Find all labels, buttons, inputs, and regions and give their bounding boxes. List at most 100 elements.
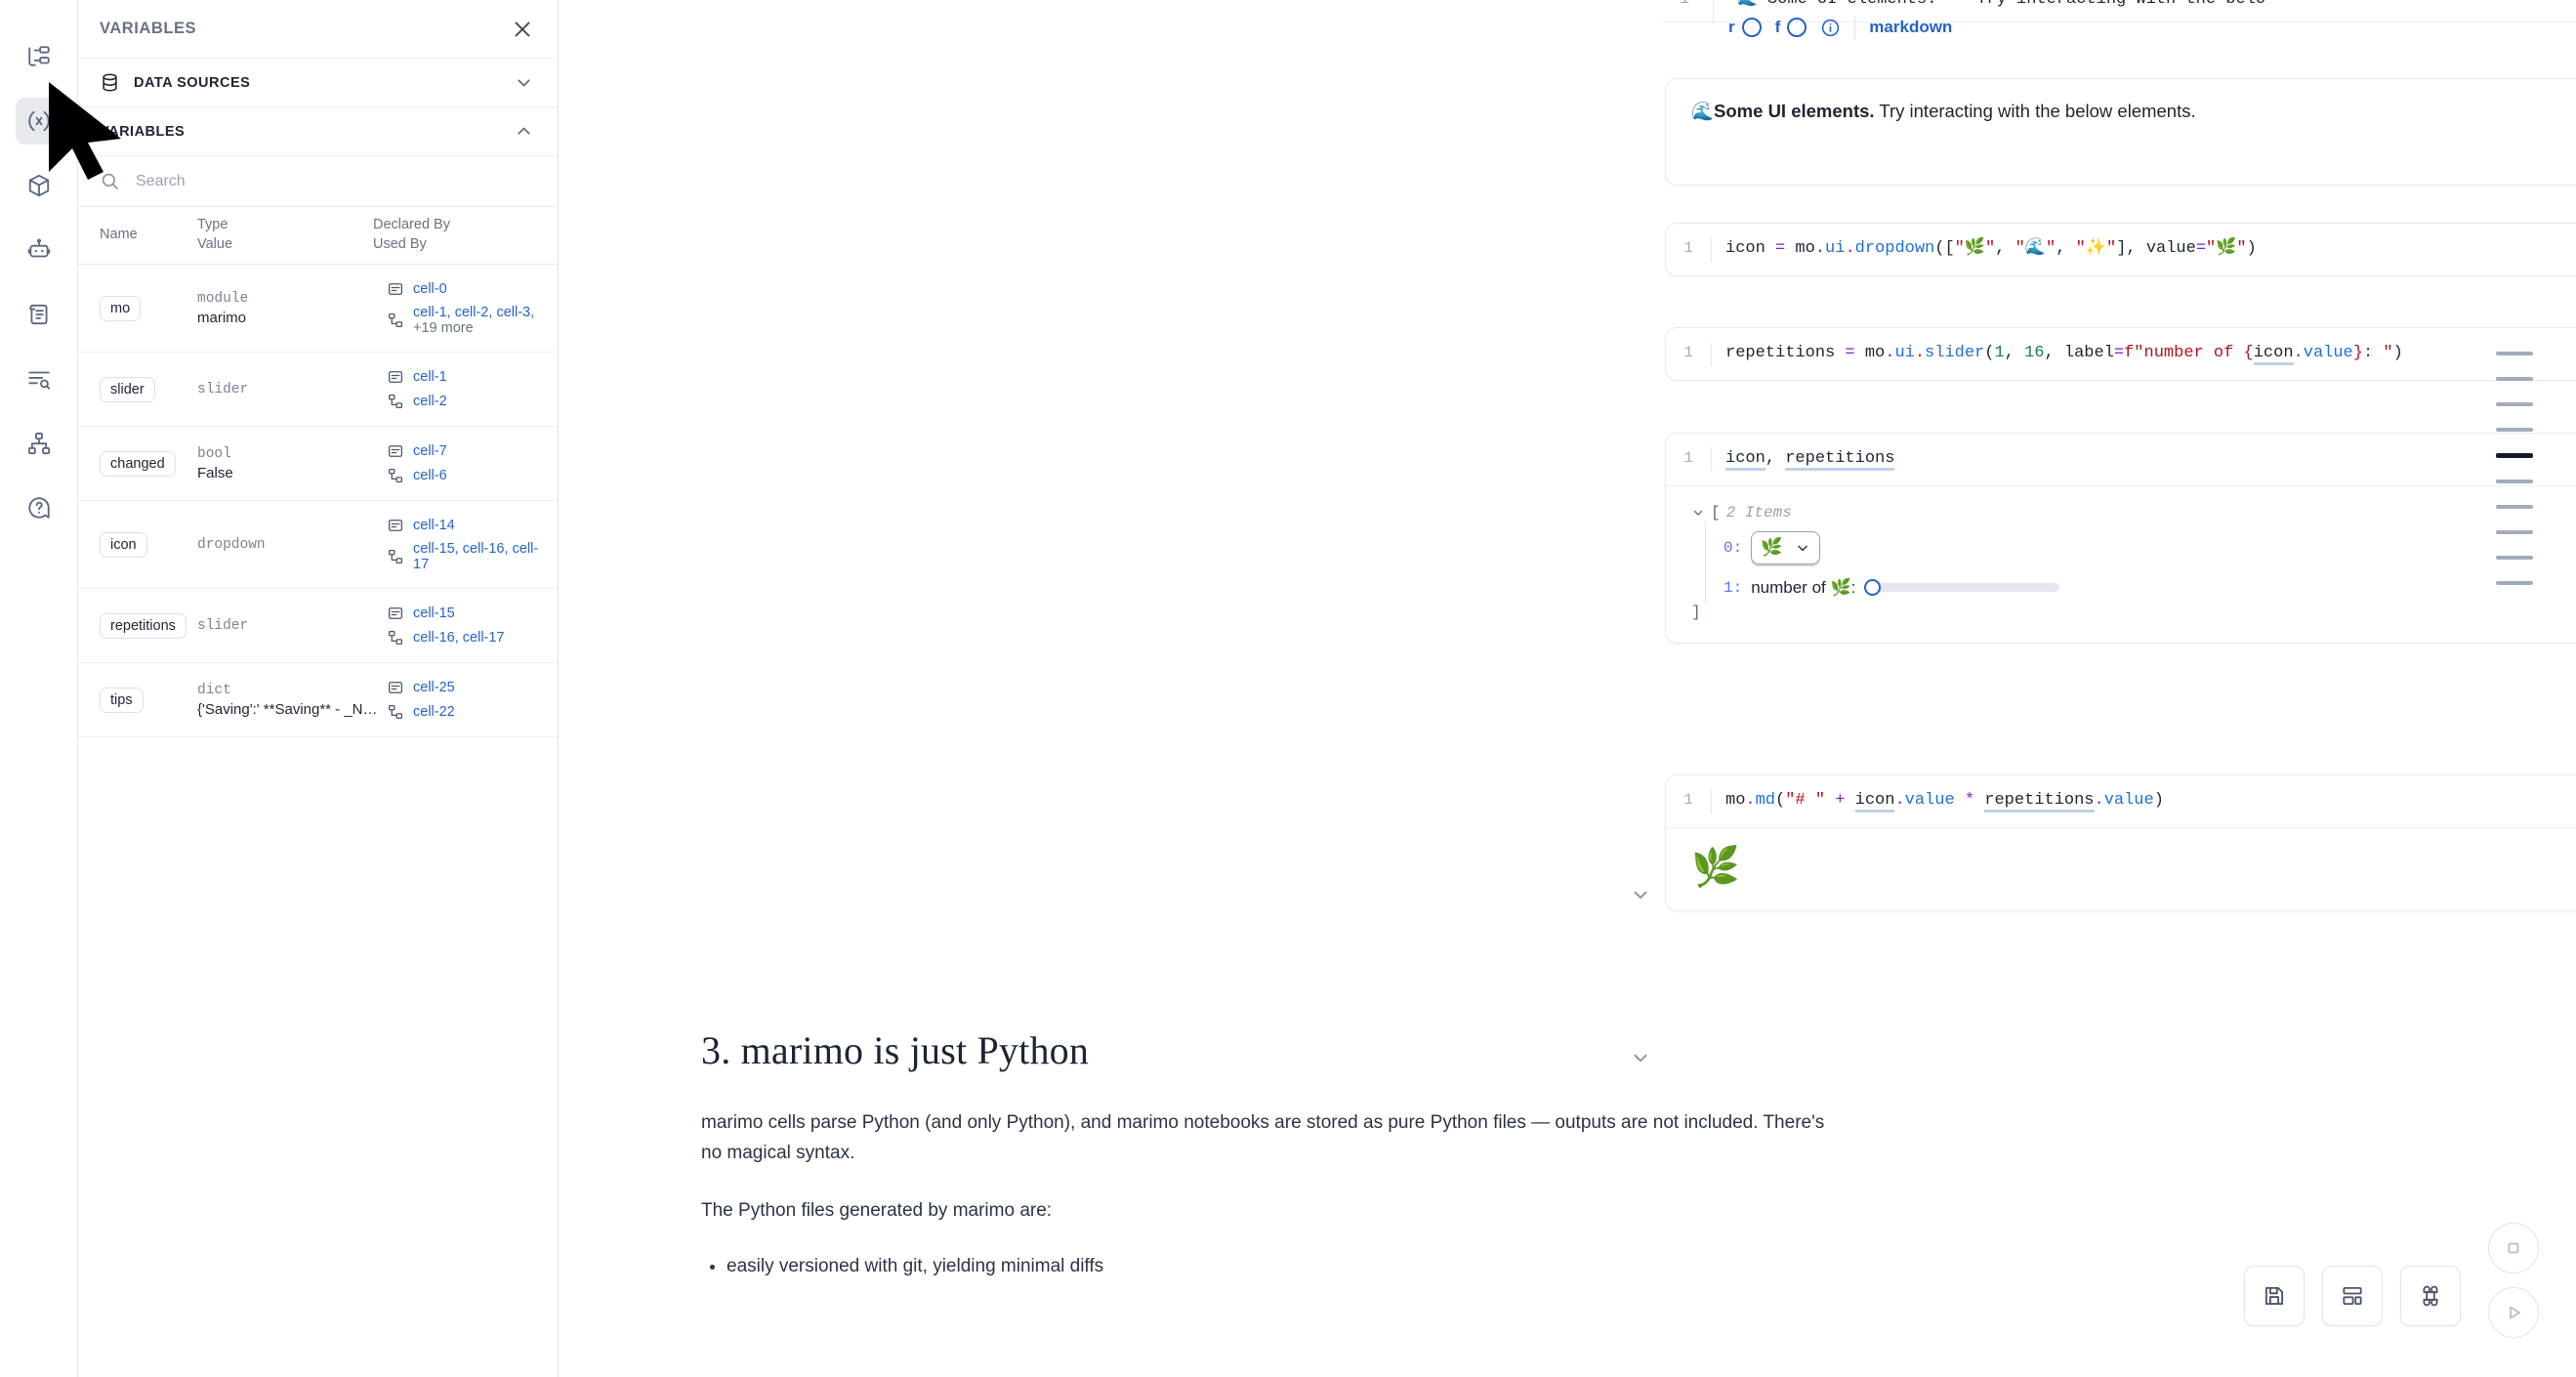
cell-language-label[interactable]: markdown	[1869, 18, 1953, 36]
flag-r-toggle[interactable]	[1741, 18, 1762, 37]
minimap-tick-current[interactable]	[2496, 453, 2533, 458]
cell-link[interactable]: cell-3	[496, 305, 531, 320]
code-text-display[interactable]: icon, repetitions	[1711, 447, 2576, 472]
cell-collapse-chevron-section[interactable]	[1630, 1047, 1651, 1068]
dropdown-input[interactable]: 🌿	[1751, 530, 1820, 564]
cell-link[interactable]: cell-0	[413, 281, 447, 297]
cell-link[interactable]: cell-6	[413, 468, 447, 483]
used-by-links[interactable]: cell-2	[413, 394, 447, 409]
cell-link[interactable]: cell-15	[413, 541, 455, 557]
code-cell-md[interactable]: 1 mo.md("# " + icon.value * repetitions.…	[1665, 774, 2576, 911]
close-icon[interactable]	[511, 18, 534, 41]
cell-link[interactable]: cell-2	[413, 394, 447, 409]
command-icon[interactable]	[2400, 1266, 2461, 1326]
code-cell-dropdown[interactable]: 1 icon = mo.ui.dropdown(["🌿", "🌊", "✨"],…	[1665, 223, 2576, 276]
variable-name-chip[interactable]: repetitions	[100, 612, 187, 639]
file-tree-icon[interactable]	[16, 33, 62, 80]
declared-by-links[interactable]: cell-14	[413, 518, 455, 533]
info-icon[interactable]	[1820, 18, 1841, 38]
variable-name-chip[interactable]: tips	[100, 687, 144, 713]
cell-link[interactable]: cell-1	[413, 369, 447, 385]
minimap-tick[interactable]	[2496, 402, 2533, 406]
code-text-md[interactable]: mo.md("# " + icon.value * repetitions.va…	[1711, 789, 2576, 814]
line-number: 1	[1683, 449, 1693, 467]
variable-name-chip[interactable]: mo	[100, 295, 142, 321]
code-cell-slider[interactable]: 1 repetitions = mo.ui.slider(1, 16, labe…	[1665, 327, 2576, 381]
minimap-tick[interactable]	[2496, 530, 2533, 534]
minimap-scrollbar[interactable]	[2496, 352, 2533, 585]
flag-r[interactable]: r	[1728, 18, 1762, 37]
more-count-label[interactable]: +19 more	[413, 320, 474, 336]
robot-icon[interactable]	[16, 227, 62, 273]
accordion-variables[interactable]: VARIABLES	[78, 107, 558, 156]
markdown-output-cell[interactable]: 🌊Some UI elements. Try interacting with …	[1665, 78, 2576, 186]
minimap-tick[interactable]	[2496, 480, 2533, 483]
minimap-tick[interactable]	[2496, 352, 2533, 355]
package-icon[interactable]	[16, 162, 62, 209]
flag-f[interactable]: f	[1775, 18, 1807, 37]
used-by-links[interactable]: cell-22	[413, 704, 455, 720]
minimap-tick[interactable]	[2496, 377, 2533, 381]
slider-thumb[interactable]	[1864, 579, 1882, 597]
minimap-tick[interactable]	[2496, 505, 2533, 509]
outline-search-icon[interactable]	[16, 355, 62, 402]
dropdown-value: 🌿	[1761, 538, 1783, 559]
play-icon[interactable]	[2488, 1287, 2539, 1338]
chevron-down-icon[interactable]	[1691, 506, 1705, 520]
list-output-header[interactable]: [ 2 Items	[1691, 504, 2576, 522]
declared-by-links[interactable]: cell-0	[413, 281, 447, 297]
variable-name-chip[interactable]: changed	[100, 450, 176, 477]
dependency-graph-icon[interactable]	[16, 420, 62, 467]
scroll-icon[interactable]	[16, 291, 62, 338]
layout-icon[interactable]	[2322, 1266, 2383, 1326]
cell-link[interactable]: cell-2	[454, 305, 489, 320]
declared-by-links[interactable]: cell-25	[413, 680, 455, 695]
code-text-dropdown[interactable]: icon = mo.ui.dropdown(["🌿", "🌊", "✨"], v…	[1711, 237, 2576, 262]
variable-name-chip[interactable]: icon	[100, 531, 147, 558]
declared-by-links[interactable]: cell-1	[413, 369, 447, 385]
cell-link[interactable]: cell-25	[413, 680, 455, 695]
cell-link[interactable]: cell-17	[462, 630, 505, 646]
used-by-links[interactable]: cell-1, cell-2, cell-3, +19 more	[413, 305, 535, 336]
used-by-links[interactable]: cell-6	[413, 468, 447, 483]
cell-icon	[387, 679, 404, 696]
stop-icon[interactable]	[2488, 1223, 2539, 1273]
cell-link[interactable]: cell-15	[413, 605, 455, 621]
slider-track[interactable]	[1870, 583, 2060, 593]
code-cell-display[interactable]: 1 icon, repetitions [ 2 Items 0:	[1665, 433, 2576, 644]
used-by-links[interactable]: cell-16, cell-17	[413, 630, 505, 646]
markdown-section-cell[interactable]: 3. marimo is just Python marimo cells pa…	[701, 1027, 1834, 1281]
cell-link[interactable]: cell-22	[413, 704, 455, 720]
code-text-slider[interactable]: repetitions = mo.ui.slider(1, 16, label=…	[1711, 342, 2576, 366]
cell-link[interactable]: cell-1	[413, 305, 447, 320]
minimap-tick[interactable]	[2496, 428, 2533, 432]
accordion-data-sources[interactable]: DATA SOURCES	[78, 59, 558, 107]
slider-input[interactable]	[1864, 579, 2060, 597]
minimap-tick[interactable]	[2496, 581, 2533, 585]
used-by-links[interactable]: cell-15, cell-16, cell-17	[413, 541, 539, 572]
save-icon[interactable]	[2244, 1266, 2305, 1326]
cell-link[interactable]: cell-7	[413, 443, 447, 459]
search-input[interactable]	[136, 172, 534, 190]
cell-link[interactable]: cell-14	[413, 518, 455, 533]
cell-link[interactable]: cell-16	[462, 541, 505, 557]
cell-collapse-chevron-md[interactable]	[1630, 884, 1651, 905]
declared-by-links[interactable]: cell-15	[413, 605, 455, 621]
minimap-tick[interactable]	[2496, 556, 2533, 560]
variable-type: slider	[197, 617, 249, 634]
flag-f-toggle[interactable]	[1787, 18, 1807, 37]
table-row[interactable]: repetitions slider cell-15 cell-16, cell-17	[78, 589, 558, 663]
partial-code-text: """🌊 Some UI elements.""" Try interactin…	[1707, 0, 2265, 9]
cell-link[interactable]: cell-17	[413, 541, 539, 572]
help-icon[interactable]	[16, 484, 62, 531]
cell-link[interactable]: cell-16	[413, 630, 455, 646]
declared-by-links[interactable]: cell-7	[413, 443, 447, 459]
variable-name-chip[interactable]: slider	[100, 376, 155, 402]
variables-icon[interactable]	[15, 98, 62, 145]
items-count-label: 2 Items	[1725, 503, 1792, 522]
